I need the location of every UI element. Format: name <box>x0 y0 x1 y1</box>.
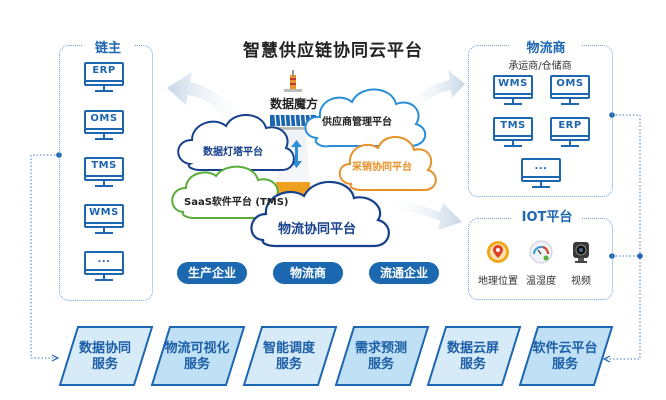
iot-item-label: 地理位置 <box>478 276 518 287</box>
monitor-erp[interactable]: ERP <box>84 62 124 94</box>
pill-manufacturer[interactable]: 生产企业 <box>177 262 247 284</box>
cloud-supplier-label[interactable]: 供应商管理平台 <box>322 117 392 128</box>
page-title: 智慧供应链协同云平台 <box>243 41 423 61</box>
cloud-lighthouse-label[interactable]: 数据灯塔平台 <box>203 147 263 158</box>
monitor-oms[interactable]: OMS <box>550 75 590 107</box>
service-subtitle: 服务 <box>183 357 210 372</box>
thermometer-gauge-icon <box>529 240 553 264</box>
monitor-more[interactable]: ... <box>521 158 561 190</box>
cloud-saas-label[interactable]: SaaS软件平台 (TMS) <box>184 197 289 208</box>
service-subtitle: 服务 <box>367 357 394 372</box>
cloud-supplier <box>304 88 426 148</box>
service-title: 智能调度 <box>262 341 315 356</box>
iot-item-label: 视频 <box>571 276 591 287</box>
monitor-tms[interactable]: TMS <box>493 117 533 149</box>
logistics-provider-label: 物流商 <box>510 37 582 56</box>
service-card[interactable]: 软件云平台服务 <box>518 326 614 386</box>
service-subtitle: 服务 <box>551 357 578 372</box>
service-subtitle: 服务 <box>91 357 118 372</box>
service-title: 软件云平台 <box>532 341 598 356</box>
cloud-logistics <box>250 180 390 248</box>
connector-left <box>30 154 59 359</box>
service-card[interactable]: 数据协同服务 <box>58 326 154 386</box>
monitor-erp[interactable]: ERP <box>550 117 590 149</box>
iot-label: IOT平台 <box>512 206 582 225</box>
arrow-to-iot <box>385 198 462 230</box>
cloud-saas <box>171 165 287 219</box>
service-title: 数据云屏 <box>446 341 499 356</box>
arrow-to-chain-owner <box>167 72 250 140</box>
monitor-wms[interactable]: WMS <box>493 75 533 107</box>
cloud-purchase <box>338 136 437 191</box>
logistics-provider-sublabel: 承运商/仓储商 <box>508 61 572 72</box>
monitor-tms[interactable]: TMS <box>84 157 124 189</box>
connector-right <box>606 114 641 360</box>
service-card[interactable]: 数据云屏服务 <box>426 326 522 386</box>
monitor-wms[interactable]: WMS <box>84 204 124 236</box>
camera-icon <box>573 242 589 263</box>
iot-item-location[interactable]: 地理位置 <box>475 240 521 287</box>
service-subtitle: 服务 <box>275 357 302 372</box>
service-title: 物流可视化 <box>164 341 230 356</box>
iot-item-label: 温湿度 <box>526 276 556 287</box>
iot-item-temperature[interactable]: 温湿度 <box>518 240 564 287</box>
location-pin-icon <box>487 241 509 263</box>
cloud-purchase-label[interactable]: 采销协同平台 <box>352 162 412 173</box>
service-subtitle: 服务 <box>459 357 486 372</box>
chain-owner-label: 链主 <box>82 37 134 56</box>
service-card[interactable]: 物流可视化服务 <box>150 326 246 386</box>
monitor-oms[interactable]: OMS <box>84 110 124 142</box>
pill-logistics[interactable]: 物流商 <box>273 262 343 284</box>
pill-distributor[interactable]: 流通企业 <box>369 262 439 284</box>
service-title: 需求预测 <box>354 341 407 356</box>
cloud-lighthouse <box>177 114 295 171</box>
cloud-logistics-label[interactable]: 物流协同平台 <box>278 222 357 237</box>
service-title: 数据协同 <box>78 341 131 356</box>
iot-item-video[interactable]: 视频 <box>558 240 604 287</box>
tower-label: 数据魔方 <box>270 97 319 111</box>
service-card[interactable]: 智能调度服务 <box>242 326 338 386</box>
monitor-more[interactable]: ... <box>84 251 124 283</box>
service-card[interactable]: 需求预测服务 <box>334 326 430 386</box>
